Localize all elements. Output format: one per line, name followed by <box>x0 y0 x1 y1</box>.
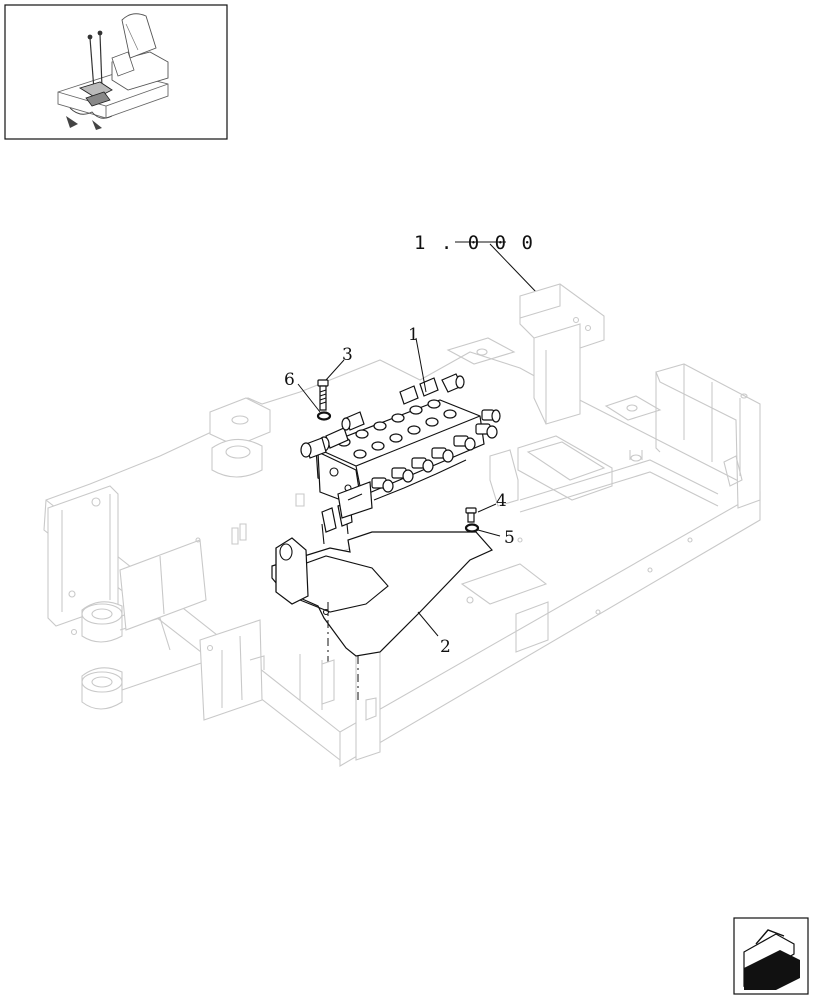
callout-6: 6 <box>284 370 295 390</box>
callout-4: 4 <box>496 491 507 511</box>
reference-leader <box>489 243 539 295</box>
callout-1: 1 <box>408 325 419 345</box>
callout-3: 3 <box>342 345 353 365</box>
upper-frame-ghost <box>43 283 761 767</box>
valve-ports <box>337 399 457 459</box>
callout-leaders <box>297 337 501 637</box>
next-page-arrow-icon[interactable] <box>733 917 809 995</box>
washer-part-5 <box>464 523 480 533</box>
washer-part-6 <box>316 411 332 421</box>
mounting-bracket-part-2 <box>271 501 493 705</box>
bolt-part-4 <box>465 507 477 523</box>
callout-5: 5 <box>504 528 515 548</box>
callout-2: 2 <box>440 637 451 657</box>
operator-seat-thumbnail-icon <box>57 13 169 130</box>
spool-caps <box>371 409 501 493</box>
reference-label: 1 . 0 0 0 <box>414 232 535 254</box>
bolt-part-3 <box>317 379 329 411</box>
control-valve-part-1 <box>300 373 501 519</box>
thumbnail-locator <box>4 4 228 140</box>
